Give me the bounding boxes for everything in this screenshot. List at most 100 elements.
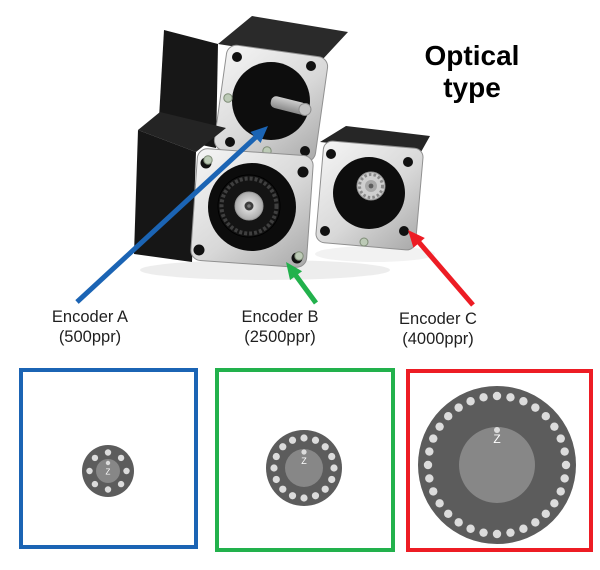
- disk-slot: [466, 397, 475, 406]
- title-line-1: Optical: [424, 40, 520, 71]
- encoder-c-label: Encoder C (4000ppr): [353, 309, 523, 350]
- disk-center: [285, 449, 323, 487]
- screw: [294, 251, 304, 261]
- screw-hole: [225, 137, 235, 147]
- disk-slot: [272, 452, 280, 461]
- z-index-dot: [494, 427, 500, 433]
- screw: [203, 155, 213, 165]
- disk-slot: [560, 447, 569, 456]
- disk-slot: [541, 509, 550, 518]
- disk-slot: [435, 422, 444, 431]
- disk-slot: [519, 397, 528, 406]
- encoder-a-resolution: (500ppr): [58, 328, 122, 347]
- disk-slot: [550, 499, 559, 508]
- disk-slot: [425, 447, 434, 456]
- screw-hole: [403, 157, 413, 167]
- disk-slot: [506, 528, 515, 537]
- disk-slot: [270, 464, 278, 472]
- disk-slot: [117, 480, 125, 488]
- z-mark-label: Z: [106, 468, 111, 477]
- encoder-b-resolution: (2500ppr): [244, 328, 316, 347]
- disk-slot: [556, 434, 565, 443]
- title-line-2: type: [443, 71, 501, 103]
- screw-hole: [300, 146, 310, 156]
- shadow: [315, 246, 435, 262]
- screw-hole: [193, 244, 205, 256]
- disk-slot: [444, 509, 453, 518]
- disk-slot: [492, 529, 502, 539]
- motor-right: [315, 126, 430, 251]
- disk-slot: [429, 487, 438, 496]
- disk-slot: [519, 524, 528, 533]
- screw: [223, 93, 233, 103]
- encoder-c-name: Encoder C: [399, 310, 477, 328]
- disk-slot: [123, 467, 130, 475]
- encoder-disk-b: Z: [264, 428, 344, 513]
- screw-hole: [326, 149, 336, 159]
- disk-slot: [91, 480, 99, 488]
- disk-slot: [506, 393, 515, 402]
- disk-slot: [541, 412, 550, 421]
- encoder-disk-a: Z: [80, 443, 136, 504]
- screw-hole: [320, 226, 330, 236]
- shaft: [270, 96, 312, 116]
- disk-slot: [556, 487, 565, 496]
- disk-slot: [550, 422, 559, 431]
- encoder-a-name: Encoder A: [51, 308, 129, 326]
- disk-slot: [279, 485, 287, 493]
- disk-slot: [86, 467, 93, 475]
- disk-slot: [300, 434, 308, 442]
- disk-slot: [321, 485, 329, 493]
- disk-slot: [311, 492, 320, 500]
- z-index-dot: [105, 460, 111, 466]
- disk-slot: [435, 499, 444, 508]
- disk-slot: [561, 460, 571, 470]
- disk-slot: [104, 486, 112, 493]
- disk-slot: [321, 443, 329, 451]
- disk-slot: [330, 464, 338, 472]
- page-title: Optical type: [402, 40, 542, 104]
- disk-slot: [425, 474, 434, 483]
- z-mark-label: Z: [301, 456, 307, 466]
- disk-slot: [104, 449, 112, 456]
- disk-slot: [328, 475, 336, 484]
- small-pulley: [356, 171, 386, 201]
- encoder-b-name: Encoder B: [241, 308, 319, 326]
- encoder-b-label: Encoder B (2500ppr): [195, 307, 365, 348]
- screw-hole: [399, 226, 409, 236]
- z-mark-label: Z: [493, 432, 500, 446]
- disk-center: [96, 459, 120, 483]
- encoder-c-panel: Z: [406, 369, 593, 552]
- disk-slot: [279, 443, 287, 451]
- disk-slot: [531, 518, 540, 527]
- disk-slot: [288, 436, 297, 444]
- encoder-a-panel: Z: [19, 368, 198, 549]
- z-index-dot: [301, 449, 307, 455]
- encoder-disk-c: Z: [416, 384, 578, 551]
- disk-slot: [454, 518, 463, 527]
- disk-center: [459, 427, 535, 503]
- disk-slot: [328, 452, 336, 461]
- disk-slot: [91, 454, 99, 462]
- encoder-a-label: Encoder A (500ppr): [5, 307, 175, 348]
- screw-hole: [232, 52, 242, 62]
- disk-slot: [288, 492, 297, 500]
- disk-slot: [311, 436, 320, 444]
- disk-slot: [531, 403, 540, 412]
- screw-hole: [306, 61, 316, 71]
- encoder-c-resolution: (4000ppr): [402, 330, 474, 349]
- disk-slot: [300, 494, 308, 502]
- screw: [359, 237, 369, 247]
- disk-slot: [429, 434, 438, 443]
- disk-slot: [454, 403, 463, 412]
- disk-slot: [272, 475, 280, 484]
- disk-slot: [479, 393, 488, 402]
- encoder-b-panel: Z: [215, 368, 395, 552]
- disk-slot: [423, 460, 433, 470]
- disk-slot: [466, 524, 475, 533]
- disk-slot: [444, 412, 453, 421]
- disk-slot: [492, 391, 502, 401]
- disk-slot: [560, 474, 569, 483]
- disk-slot: [479, 528, 488, 537]
